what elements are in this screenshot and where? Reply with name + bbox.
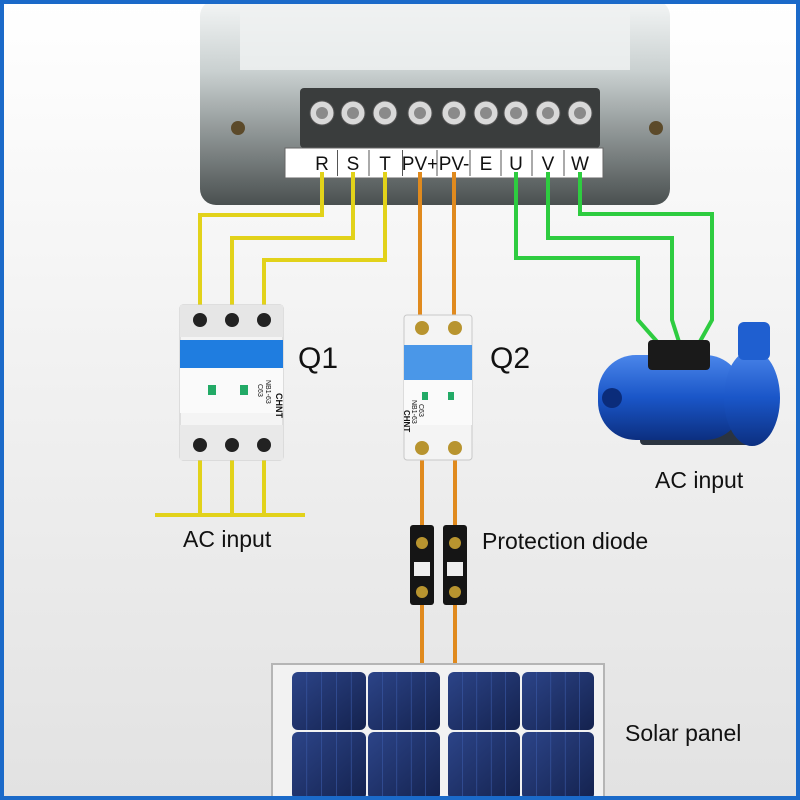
terminal-screw-head	[510, 107, 522, 119]
breaker-screw	[193, 313, 207, 327]
housing-screw	[649, 121, 663, 135]
breaker-screw	[448, 441, 462, 455]
terminal-label-w: W	[571, 154, 589, 175]
pump-terminal-box	[648, 340, 710, 370]
solar-cell	[368, 672, 440, 730]
terminal-screw-head	[414, 107, 426, 119]
breaker-screw	[257, 438, 271, 452]
wire-w	[578, 172, 714, 346]
water-pump	[598, 322, 780, 446]
label-ac-input-right: AC input	[655, 467, 744, 493]
solar-cell	[448, 732, 520, 800]
wire-s	[230, 172, 355, 318]
pump-casing	[724, 350, 780, 446]
wire-t	[262, 172, 387, 318]
label-ac-input-left: AC input	[183, 526, 272, 552]
q1-brand: CHNT	[274, 393, 284, 418]
pump-motor	[598, 355, 743, 440]
label-q2: Q2	[490, 342, 530, 375]
terminal-screw-head	[316, 107, 328, 119]
q2-rating: C63	[417, 404, 424, 417]
solar-panel	[271, 663, 605, 800]
breaker-q2: CHNT NB1-63 C63	[402, 314, 473, 461]
terminal-label-pvplus: PV+	[402, 154, 438, 175]
solar-cell	[522, 732, 594, 800]
housing-screw	[231, 121, 245, 135]
motor-wires	[514, 172, 714, 347]
protection-diodes	[410, 525, 467, 605]
solar-cell	[292, 672, 366, 730]
breaker-q1: CHNT NB1-63 C63	[179, 304, 284, 461]
label-q1: Q1	[298, 342, 338, 375]
label-solar-panel: Solar panel	[625, 720, 741, 746]
terminal-screws	[309, 100, 593, 126]
terminal-screw-head	[448, 107, 460, 119]
solar-cell	[522, 672, 594, 730]
breaker-screw	[415, 441, 429, 455]
terminal-label-v: V	[542, 154, 555, 175]
terminal-label-e: E	[480, 154, 493, 175]
breaker-screw	[415, 321, 429, 335]
terminal-label-t: T	[379, 154, 391, 175]
breaker-screw	[225, 438, 239, 452]
breaker-toggle-bar	[180, 340, 283, 368]
terminal-screw-head	[379, 107, 391, 119]
breaker-screw	[193, 438, 207, 452]
wire-u	[514, 172, 662, 347]
terminal-screw-head	[480, 107, 492, 119]
terminal-label-pvminus: PV-	[439, 154, 470, 175]
terminal-screw-head	[347, 107, 359, 119]
terminal-label-s: S	[347, 154, 360, 175]
solar-cell	[368, 732, 440, 800]
breaker-screw	[257, 313, 271, 327]
solar-cell	[448, 672, 520, 730]
label-protection-diode: Protection diode	[482, 528, 648, 554]
terminal-label-r: R	[315, 154, 329, 175]
terminal-label-u: U	[509, 154, 523, 175]
wire-r	[198, 172, 324, 318]
wire-v	[546, 172, 682, 346]
breaker-screw	[225, 313, 239, 327]
breaker-screw	[448, 321, 462, 335]
panel-cells	[292, 672, 594, 800]
terminal-screw-head	[574, 107, 586, 119]
solar-cell	[292, 732, 366, 800]
q1-rating: C63	[256, 384, 263, 397]
pv-wires	[418, 172, 457, 668]
q2-model: NB1-63	[410, 400, 417, 424]
q1-model: NB1-63	[264, 380, 271, 404]
breaker-toggle-bar	[404, 345, 472, 380]
pump-outlet	[738, 322, 770, 360]
q2-brand: CHNT	[402, 410, 411, 432]
terminal-screw-head	[542, 107, 554, 119]
